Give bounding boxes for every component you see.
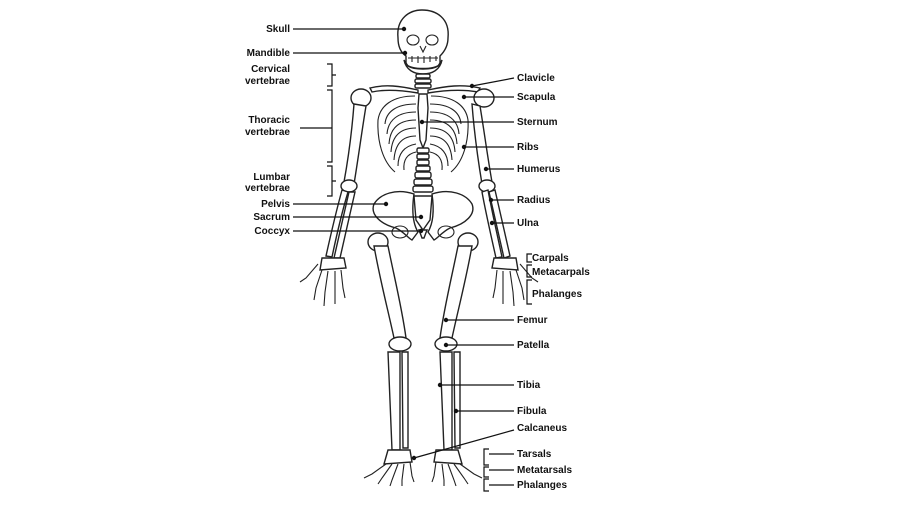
label-carpals: Carpals bbox=[532, 253, 569, 264]
left-arm bbox=[299, 103, 367, 307]
label-patella: Patella bbox=[517, 340, 550, 351]
label-thoracic-line2: vertebrae bbox=[245, 127, 290, 138]
label-fibula: Fibula bbox=[517, 406, 547, 417]
label-calcaneus: Calcaneus bbox=[517, 423, 567, 434]
label-tibia: Tibia bbox=[517, 380, 541, 391]
bracket-lumbar bbox=[327, 165, 336, 197]
label-pelvis: Pelvis bbox=[261, 199, 290, 210]
label-phalanges-foot: Phalanges bbox=[517, 480, 567, 491]
bracket-thoracic bbox=[300, 89, 333, 163]
label-lumbar-line2: vertebrae bbox=[245, 183, 290, 194]
label-metatarsals: Metatarsals bbox=[517, 465, 572, 476]
label-metacarpals: Metacarpals bbox=[532, 267, 590, 278]
label-coccyx: Coccyx bbox=[254, 226, 290, 237]
label-sternum: Sternum bbox=[517, 117, 558, 128]
bracket-cervical bbox=[327, 63, 336, 87]
label-radius: Radius bbox=[517, 195, 551, 206]
skeleton-figure bbox=[299, 9, 539, 487]
label-scapula: Scapula bbox=[517, 92, 556, 103]
label-cervical-line2: vertebrae bbox=[245, 76, 290, 87]
rib-cage bbox=[377, 93, 469, 173]
skull-bone bbox=[397, 9, 449, 70]
sacrum-bone bbox=[413, 195, 433, 232]
clavicle-left-bone bbox=[368, 85, 419, 94]
spine-column bbox=[412, 147, 434, 193]
label-skull: Skull bbox=[266, 24, 290, 35]
label-cervical-line1: Cervical bbox=[251, 64, 290, 75]
bracket-metatarsals bbox=[483, 466, 514, 478]
mandible-bone bbox=[403, 59, 443, 75]
bracket-tarsals bbox=[483, 448, 514, 466]
label-femur: Femur bbox=[517, 315, 548, 326]
label-ribs: Ribs bbox=[517, 142, 539, 153]
bracket-metacarpals bbox=[526, 264, 532, 278]
label-ulna: Ulna bbox=[517, 218, 539, 229]
left-labels: Skull Mandible Cervical vertebrae Thorac… bbox=[245, 24, 424, 237]
fibula-bone bbox=[453, 351, 461, 449]
bracket-phalanges-foot bbox=[483, 478, 514, 492]
label-lumbar-line1: Lumbar bbox=[253, 172, 290, 183]
right-leg bbox=[431, 232, 483, 487]
label-thoracic-line1: Thoracic bbox=[248, 115, 290, 126]
cervical-spine bbox=[414, 73, 432, 89]
label-clavicle: Clavicle bbox=[517, 73, 555, 84]
label-tarsals: Tarsals bbox=[517, 449, 552, 460]
label-sacrum: Sacrum bbox=[253, 212, 290, 223]
shoulder-right bbox=[473, 88, 495, 108]
bracket-carpals bbox=[526, 253, 532, 263]
label-humerus: Humerus bbox=[517, 164, 561, 175]
label-mandible: Mandible bbox=[247, 48, 291, 59]
left-leg bbox=[363, 232, 415, 487]
pelvis-bone bbox=[372, 190, 474, 241]
label-phalanges-hand: Phalanges bbox=[532, 289, 582, 300]
bracket-phalanges-hand bbox=[526, 279, 532, 305]
right-labels: Clavicle Scapula Sternum Ribs Humerus Ra… bbox=[411, 73, 590, 492]
